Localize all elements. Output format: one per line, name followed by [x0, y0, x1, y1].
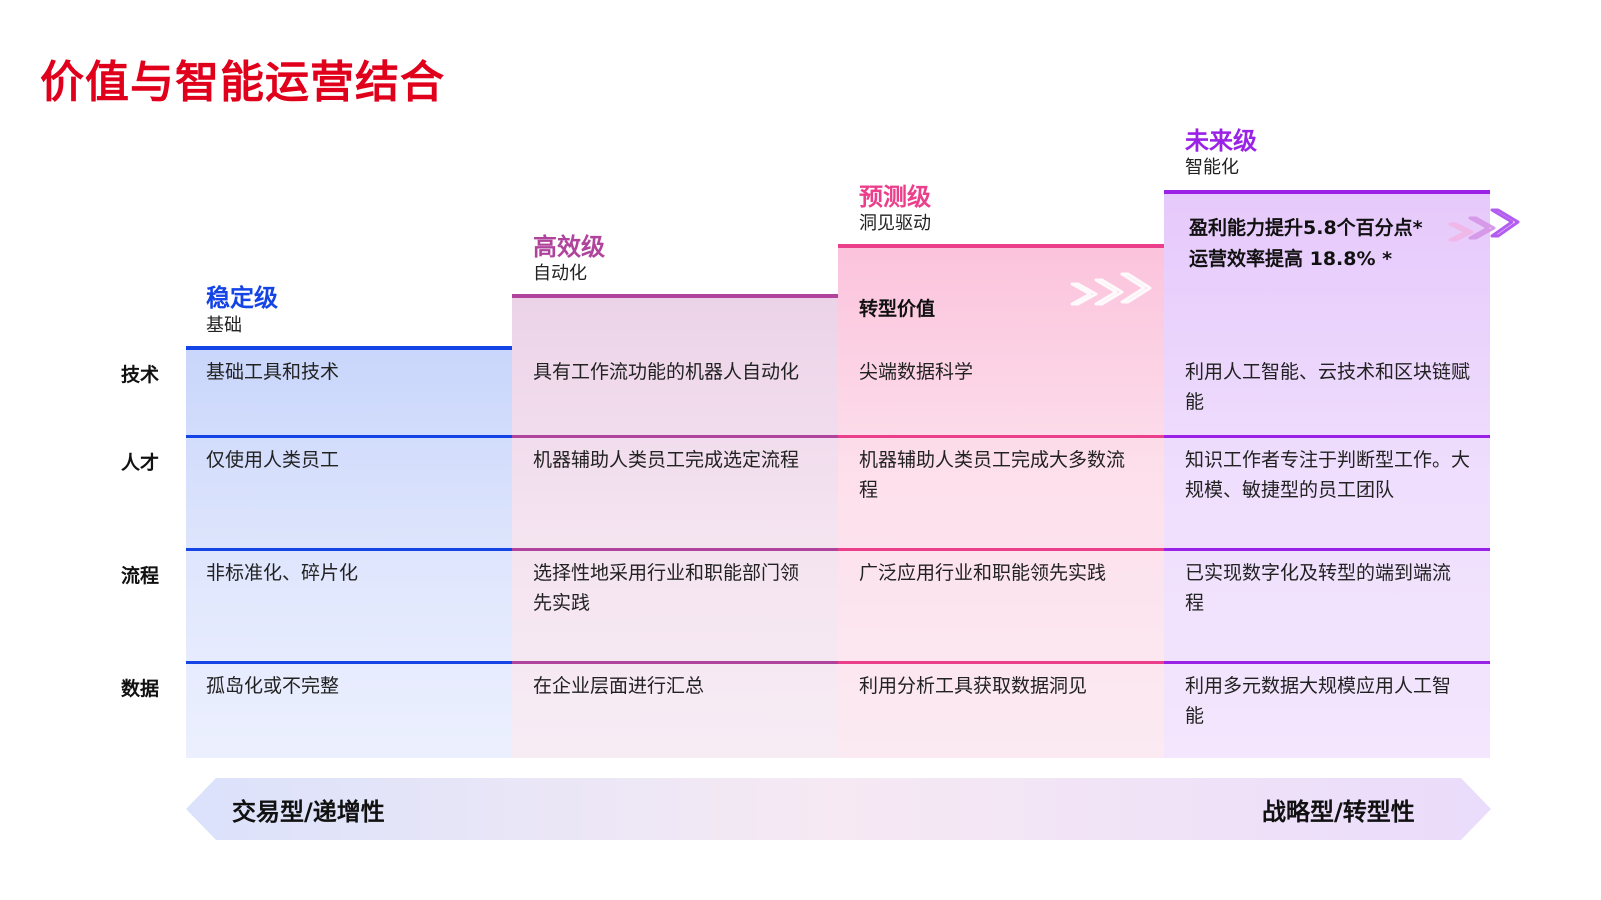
row-separator	[186, 661, 512, 664]
row-label-talent: 人才	[120, 452, 159, 474]
cell-process-efficient: 选择性地采用行业和职能部门领先实践	[533, 562, 800, 614]
row-separator	[1164, 548, 1490, 551]
cell-tech-future: 利用人工智能、云技术和区块链赋能	[1185, 361, 1471, 413]
cell-data-efficient: 在企业层面进行汇总	[533, 675, 705, 697]
level-name-predictive: 预测级	[859, 183, 931, 211]
arrow-right-label: 战略型/转型性	[1262, 798, 1415, 826]
cell-talent-efficient: 机器辅助人类员工完成选定流程	[533, 449, 800, 471]
value-line-efficiency: 运营效率提高 18.8% *	[1189, 248, 1393, 270]
level-name-stable: 稳定级	[206, 284, 278, 312]
row-separator	[512, 548, 838, 551]
row-label-process: 流程	[120, 565, 159, 587]
progression-arrow	[186, 778, 1491, 840]
level-name-efficient: 高效级	[533, 233, 605, 261]
row-separator	[512, 661, 838, 664]
row-separator	[1164, 435, 1490, 438]
level-sub-future: 智能化	[1185, 157, 1239, 178]
row-separator	[838, 435, 1164, 438]
chevron-arrows-icon	[1448, 208, 1520, 242]
row-separator	[512, 435, 838, 438]
column-topline-future	[1164, 190, 1490, 194]
chevron-arrows-icon	[1070, 272, 1152, 306]
cell-data-future: 利用多元数据大规模应用人工智能	[1185, 675, 1452, 727]
cell-process-predictive: 广泛应用行业和职能领先实践	[859, 562, 1107, 584]
cell-tech-efficient: 具有工作流功能的机器人自动化	[533, 361, 800, 383]
level-sub-predictive: 洞见驱动	[859, 213, 931, 234]
column-bg-efficient	[512, 296, 838, 758]
row-separator	[1164, 661, 1490, 664]
cell-talent-stable: 仅使用人类员工	[206, 449, 340, 471]
column-topline-stable	[186, 346, 512, 350]
cell-data-stable: 孤岛化或不完整	[206, 675, 340, 697]
column-bg-stable	[186, 348, 512, 758]
cell-tech-stable: 基础工具和技术	[206, 361, 340, 383]
arrow-left-label: 交易型/递增性	[232, 798, 385, 826]
row-separator	[838, 661, 1164, 664]
cell-talent-future: 知识工作者专注于判断型工作。大规模、敏捷型的员工团队	[1185, 449, 1471, 501]
level-name-future: 未来级	[1185, 127, 1257, 155]
row-separator	[838, 548, 1164, 551]
row-label-tech: 技术	[120, 364, 159, 386]
cell-tech-predictive: 尖端数据科学	[859, 361, 974, 383]
value-title: 转型价值	[859, 298, 936, 320]
level-sub-efficient: 自动化	[533, 263, 587, 284]
page-title: 价值与智能运营结合	[40, 57, 445, 108]
column-topline-efficient	[512, 294, 838, 298]
column-bg-predictive	[838, 246, 1164, 758]
value-line-profit: 盈利能力提升5.8个百分点*	[1189, 217, 1423, 239]
cell-talent-predictive: 机器辅助人类员工完成大多数流程	[859, 449, 1126, 501]
cell-process-stable: 非标准化、碎片化	[206, 562, 359, 584]
level-sub-stable: 基础	[206, 315, 242, 336]
row-separator	[186, 435, 512, 438]
cell-data-predictive: 利用分析工具获取数据洞见	[859, 675, 1088, 697]
column-topline-predictive	[838, 244, 1164, 248]
row-separator	[186, 548, 512, 551]
cell-process-future: 已实现数字化及转型的端到端流程	[1185, 562, 1452, 614]
row-label-data: 数据	[120, 678, 159, 700]
